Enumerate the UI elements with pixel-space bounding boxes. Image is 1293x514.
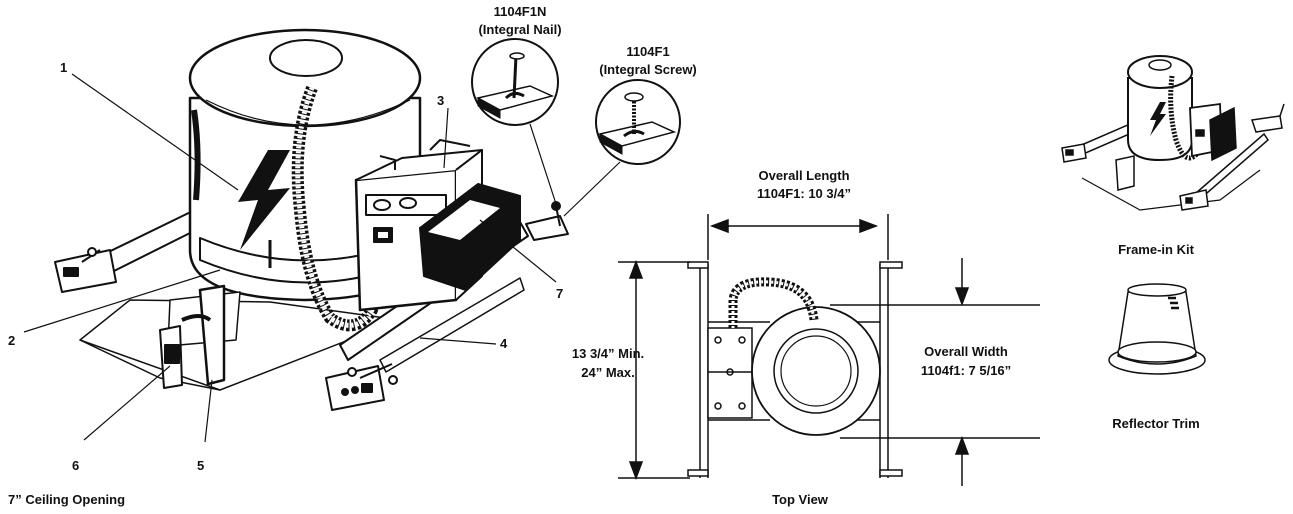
callout-leaders xyxy=(23,73,557,443)
main-fixture-illustration xyxy=(54,28,569,411)
reflector-trim-illustration xyxy=(1108,283,1206,375)
height-min-label: 13 3/4” Min. xyxy=(572,346,644,361)
flexible-conduit xyxy=(291,85,386,332)
ceiling-opening-caption: 7” Ceiling Opening xyxy=(8,492,125,507)
height-max-label: 24” Max. xyxy=(581,365,634,380)
callout-6: 6 xyxy=(72,458,79,473)
overall-width-label: Overall Width xyxy=(924,344,1008,359)
top-view xyxy=(618,214,1040,486)
overall-length-label: Overall Length xyxy=(758,168,849,183)
overall-width-value: 1104f1: 7 5/16” xyxy=(921,363,1011,378)
callout-1: 1 xyxy=(60,60,67,75)
screw-detail: 1104F1 (Integral Screw) xyxy=(563,44,697,217)
mounting-frame-plate xyxy=(79,299,401,391)
overall-length-value: 1104F1: 10 3/4” xyxy=(757,186,851,201)
screw-desc-label: (Integral Screw) xyxy=(599,62,697,77)
callout-5: 5 xyxy=(197,458,204,473)
frame-in-kit-illustration xyxy=(1061,55,1285,211)
nail-detail: 1104F1N (Integral Nail) xyxy=(471,4,562,211)
ballast-driver xyxy=(419,183,521,291)
reflector-trim-label: Reflector Trim xyxy=(1112,416,1199,431)
top-view-caption: Top View xyxy=(772,492,829,507)
nail-desc-label: (Integral Nail) xyxy=(478,22,561,37)
callout-7: 7 xyxy=(556,286,563,301)
callout-2: 2 xyxy=(8,333,15,348)
frame-in-kit-label: Frame-in Kit xyxy=(1118,242,1195,257)
left-mounting-bar xyxy=(54,204,213,293)
nail-model-label: 1104F1N xyxy=(494,4,547,19)
lightning-icon xyxy=(238,150,290,250)
callout-4: 4 xyxy=(500,336,508,351)
mounting-clip xyxy=(159,284,241,389)
kit-lightning-icon xyxy=(1150,102,1166,136)
screw-model-label: 1104F1 xyxy=(626,44,669,59)
callout-3: 3 xyxy=(437,93,444,108)
